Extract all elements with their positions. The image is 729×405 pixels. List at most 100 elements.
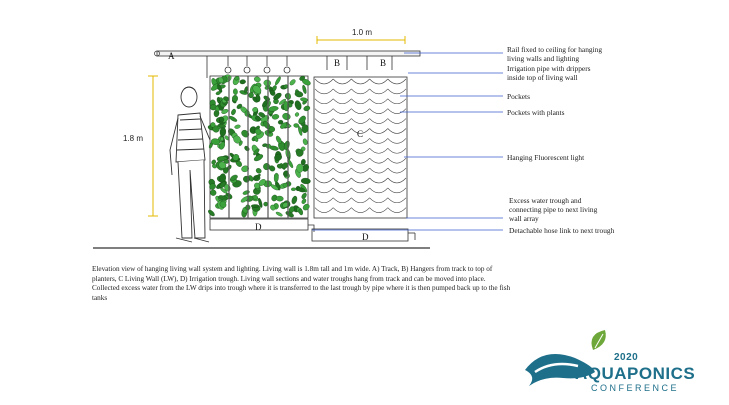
trough-letter-2: D [362,232,369,242]
plant-leaf [218,77,224,84]
trough-letter-1: D [255,222,262,232]
wall-pocket [387,148,407,154]
wall-pocket [314,118,334,124]
wall-pocket [314,148,334,154]
irrigation-trough-right [311,228,409,242]
plant-leaf [230,174,238,181]
plant-leaf [294,100,302,111]
plant-leaf [298,126,303,136]
plant-leaf [217,83,223,93]
plant-leaf [301,192,307,199]
wall-pocket [387,108,407,114]
plant-leaf [301,124,309,134]
plant-leaf [282,182,288,188]
wall-pocket [387,197,407,204]
plant-leaf [209,183,216,190]
wall-pocket [351,78,370,85]
plant-leaf [270,184,279,191]
plant-leaf [253,173,261,181]
plant-leaf [250,204,260,208]
plant-leaf [255,168,262,174]
plant-leaf [253,154,264,162]
wall-pocket [369,88,389,95]
wall-pocket [351,98,370,105]
callout-fluorescent-light: Hanging Fluorescent light [507,153,585,162]
wall-pocket [387,207,407,213]
plant-leaf [293,123,300,128]
pocket-living-wall [313,76,408,219]
wall-pocket [314,98,334,105]
wall-pocket [314,167,334,174]
plant-leaf [210,138,221,145]
plant-leaf [254,182,260,189]
wall-pocket [314,128,334,134]
callout-hose-link: Detachable hose link to next trough [509,226,615,235]
plant-leaf [302,138,308,146]
plant-leaf [234,124,241,129]
plant-leaf [254,76,261,83]
plant-leaf [212,164,217,169]
plant-leaf [219,116,225,123]
wall-pocket [369,118,389,124]
plant-leaf [252,107,258,113]
plant-leaf [300,177,311,185]
wall-pocket [387,157,407,164]
wall-pocket [387,118,407,124]
plant-leaf [252,85,262,94]
plant-leaf [303,105,311,112]
wall-pocket [387,88,407,95]
plant-leaf [298,208,303,216]
hanger-letter-2: B [380,58,387,68]
plant-leaf [234,76,240,81]
wall-pocket [351,197,370,204]
plant-leaf [298,115,306,125]
plant-leaf [248,92,254,99]
plant-leaf [278,98,287,105]
plant-leaf [302,203,310,211]
figure-caption: Elevation view of hanging living wall sy… [92,265,511,302]
plant-leaf [294,112,300,117]
plant-leaf [255,93,261,103]
ceiling-rail [156,50,421,57]
wall-pocket [387,177,407,184]
plant-leaf [219,200,227,208]
wall-pocket [351,177,370,184]
plant-leaf [296,163,304,173]
wall-pocket [369,78,389,85]
plant-leaf [296,187,306,193]
plant-leaf [271,114,280,120]
plant-leaf [221,109,229,114]
wall-pocket [351,108,370,114]
plant-leaf [231,108,236,116]
width-dimension-label: 1.0 m [352,28,373,37]
plant-leaf [294,91,304,98]
plant-leaf [211,159,216,165]
callout-pockets-with-plants: Pockets with plants [507,108,565,117]
wall-pocket [351,128,370,134]
logo-year: 2020 [614,352,639,363]
planted-living-wall [207,74,311,219]
plant-leaf [291,195,298,205]
plant-leaf [291,187,296,191]
wall-pocket [351,118,370,124]
wall-pocket [387,78,407,85]
plant-leaf [275,135,282,144]
plant-leaf [281,162,289,169]
hanger-letter-1: B [334,58,341,68]
wall-pocket [332,177,352,184]
wall-pocket [332,138,352,144]
wall-pocket [387,167,407,174]
plant-leaf [232,154,240,161]
irrigation-trough-left [209,218,309,231]
wall-pocket [314,108,334,114]
fish-leaf-logo-icon [525,330,606,386]
plant-leaf [220,136,224,142]
wall-pocket [369,167,389,174]
plant-leaf [258,198,263,208]
wall-pocket [351,167,370,174]
wall-pocket [314,187,334,194]
plant-leaf [253,148,260,156]
wall-pocket [332,88,352,95]
wall-pocket [351,157,370,164]
wall-pocket [332,187,352,194]
